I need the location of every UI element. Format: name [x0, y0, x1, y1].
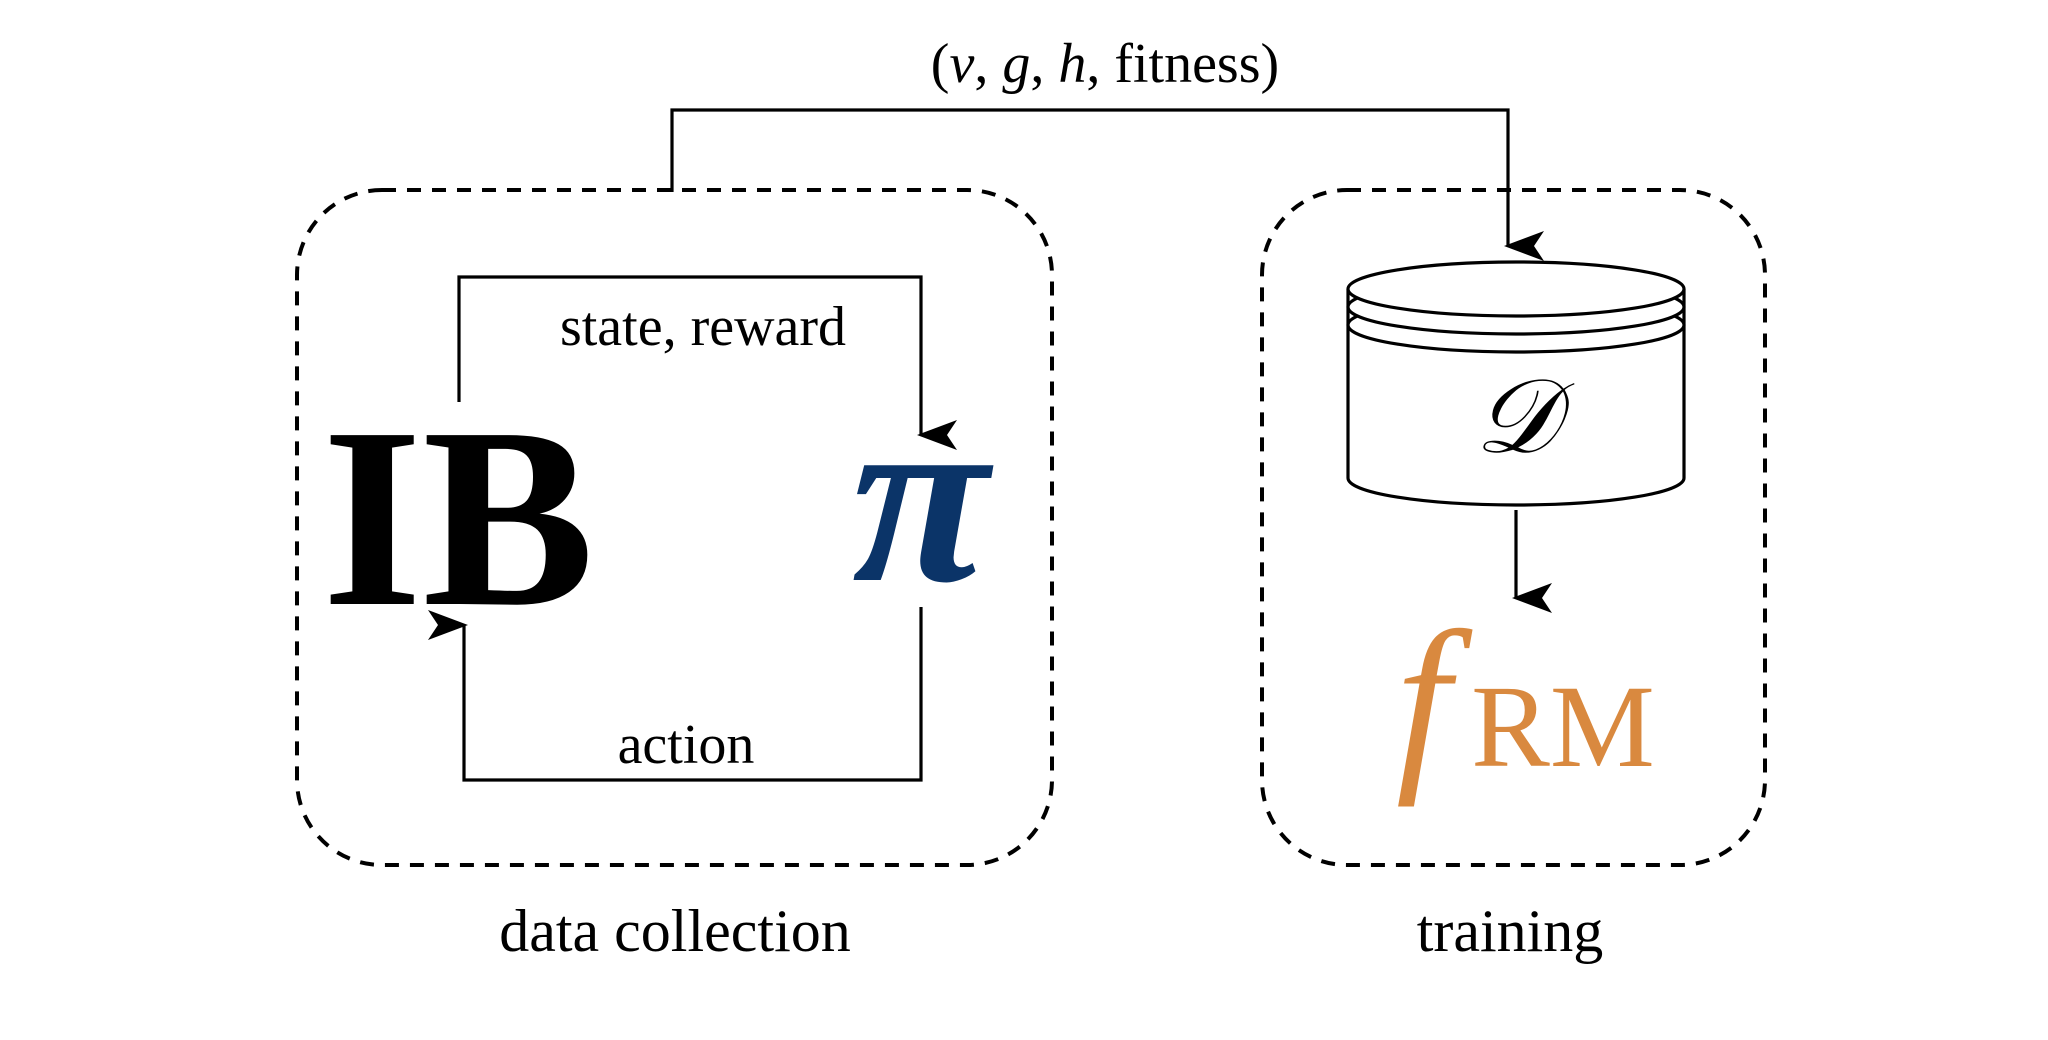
reward-model-label: f RM	[1396, 592, 1655, 808]
flow-label: (v, g, h, fitness)	[931, 33, 1279, 95]
state-reward-label: state, reward	[560, 296, 846, 358]
flow-label-sep3: ,	[1086, 33, 1114, 95]
flow-label-sep1: ,	[974, 33, 1002, 95]
reward-model-f: f	[1396, 592, 1473, 808]
dataset-cylinder	[1346, 260, 1686, 507]
flow-label-close: )	[1261, 33, 1280, 95]
environment-symbol: IB	[322, 374, 595, 660]
action-label: action	[618, 714, 755, 776]
flow-label-sep2: ,	[1030, 33, 1058, 95]
data-collection-box	[295, 188, 1054, 867]
flow-label-v: v	[949, 33, 974, 95]
action-arrow	[428, 607, 923, 782]
flow-label-word: fitness	[1114, 33, 1260, 95]
flow-label-open: (	[931, 33, 950, 95]
data-collection-caption: data collection	[499, 898, 851, 964]
reward-model-subscript: RM	[1471, 661, 1655, 792]
state-reward-arrow	[457, 275, 957, 450]
flow-label-g: g	[1002, 33, 1030, 95]
flow-label-h: h	[1058, 33, 1086, 95]
policy-symbol: π	[852, 358, 994, 635]
training-caption: training	[1417, 898, 1604, 964]
flow-arrow-to-dataset	[670, 108, 1544, 261]
